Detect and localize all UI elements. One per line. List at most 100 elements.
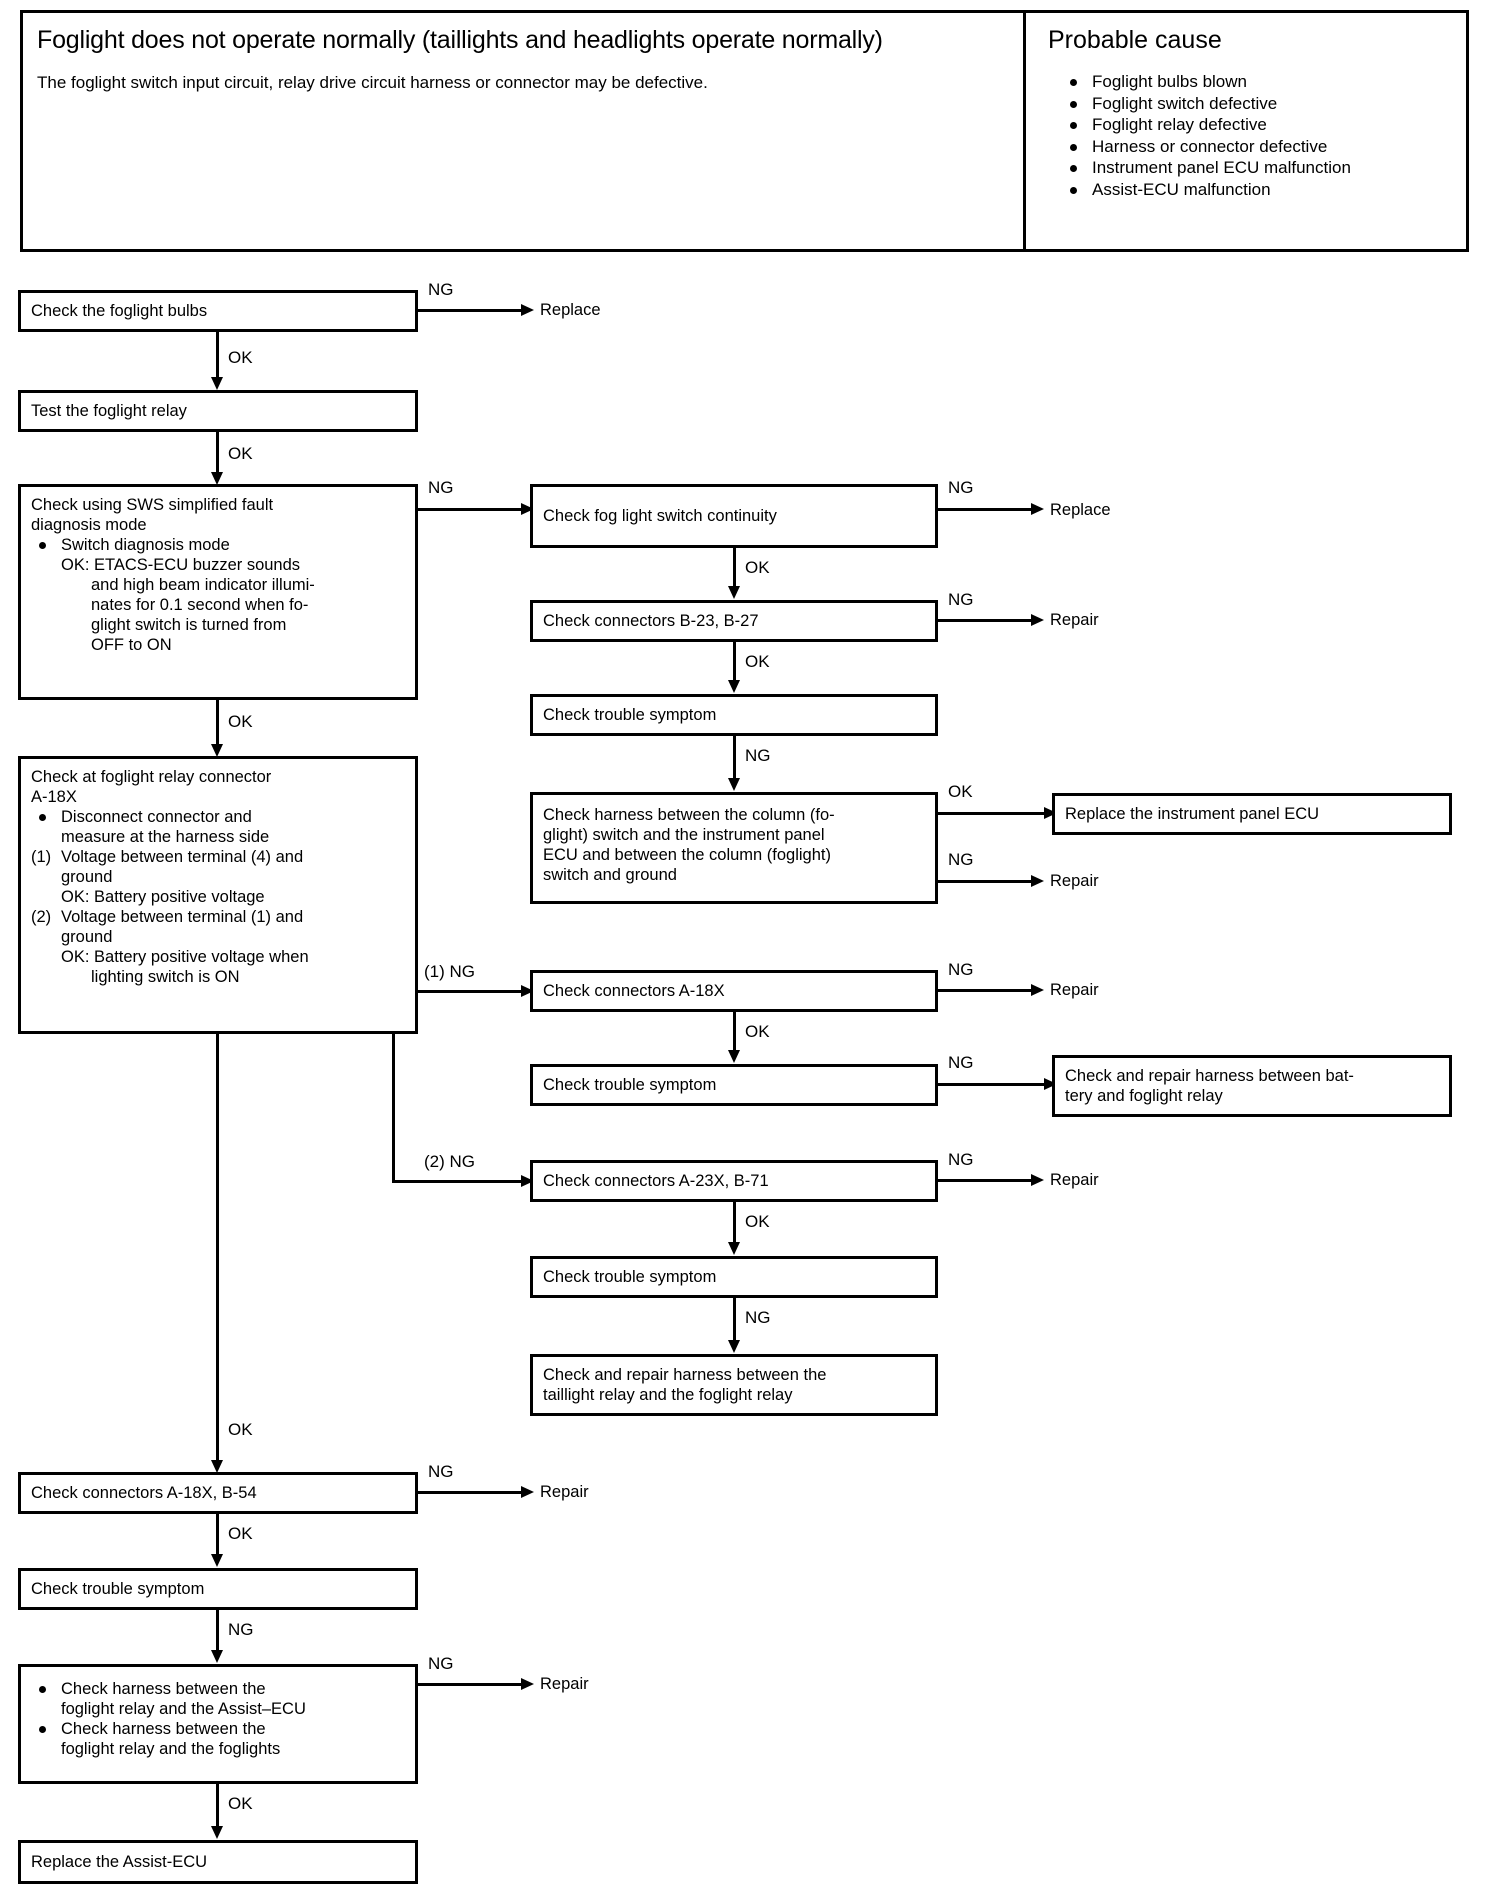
connector-line [733, 736, 736, 782]
list-item: Foglight switch defective [1048, 93, 1466, 115]
node-check-foglight-bulbs[interactable]: Check the foglight bulbs [18, 290, 418, 332]
node-step-1-ok: OK: Battery positive voltage [61, 888, 265, 906]
bullet-icon [1070, 122, 1077, 129]
node-repair-3: Repair [1050, 981, 1099, 999]
connector-line [216, 1514, 219, 1558]
edge-label-ok: OK [745, 1212, 770, 1231]
edge-label-ok: OK [745, 558, 770, 577]
arrow-head-down-icon [211, 472, 223, 485]
edge-label-ok: OK [228, 1420, 253, 1439]
edge-label-ok: OK [228, 712, 253, 731]
symptom-description: The foglight switch input circuit, relay… [37, 73, 708, 92]
node-check-connectors-a18x-b54[interactable]: Check connectors A-18X, B-54 [18, 1472, 418, 1514]
bullet-icon [39, 542, 46, 549]
connector-line [415, 960, 418, 993]
list-item: Harness or connector defective [1048, 136, 1466, 158]
symptom-cell: Foglight does not operate normally (tail… [23, 13, 1026, 249]
edge-label-ng: NG [745, 1308, 771, 1327]
node-check-trouble-symptom-2[interactable]: Check trouble symptom [530, 1064, 938, 1106]
edge-label-ng-1: (1) NG [424, 962, 475, 981]
edge-label-ng: NG [428, 1654, 454, 1673]
connector-line [733, 642, 736, 684]
node-bullet-disconnect: Disconnect connector and [31, 807, 405, 827]
arrow-head-down-icon [211, 1650, 223, 1663]
probable-cause-list: Foglight bulbs blown Foglight switch def… [1048, 71, 1466, 200]
edge-label-ok: OK [228, 348, 253, 367]
node-label-line2: tery and foglight relay [1065, 1087, 1223, 1105]
cause-text: Assist-ECU malfunction [1092, 179, 1271, 199]
connector-line [935, 812, 1050, 815]
arrow-head-right-icon [521, 304, 534, 316]
node-check-trouble-symptom-1[interactable]: Check trouble symptom [530, 694, 938, 736]
arrow-head-down-icon [728, 1340, 740, 1353]
arrow-head-right-icon [1031, 1174, 1044, 1186]
arrow-head-down-icon [728, 778, 740, 791]
node-check-harness-column-switch[interactable]: Check harness between the column (fo- gl… [530, 792, 938, 904]
edge-label-ok: OK [228, 1524, 253, 1543]
probable-cause-cell: Probable cause Foglight bulbs blown Fogl… [1026, 13, 1466, 249]
connector-line [216, 332, 219, 380]
edge-label-ok: OK [948, 782, 973, 801]
node-check-fog-light-switch-continuity[interactable]: Check fog light switch continuity [530, 484, 938, 548]
edge-label-ng: NG [948, 850, 974, 869]
connector-line [935, 508, 1035, 511]
node-label: Check connectors A-18X [543, 982, 725, 1000]
node-check-connectors-b23-b27[interactable]: Check connectors B-23, B-27 [530, 600, 938, 642]
node-label-line1: Check and repair harness between the [543, 1366, 827, 1384]
node-label-line2: glight) switch and the instrument panel [543, 826, 825, 844]
edge-label-ok: OK [745, 652, 770, 671]
node-repair-2: Repair [1050, 872, 1099, 890]
arrow-head-right-icon [1031, 875, 1044, 887]
node-check-connectors-a23x-b71[interactable]: Check connectors A-23X, B-71 [530, 1160, 938, 1202]
node-step-1: (1) Voltage between terminal (4) and [31, 847, 405, 867]
node-check-trouble-symptom-3[interactable]: Check trouble symptom [530, 1256, 938, 1298]
arrow-head-right-icon [521, 1678, 534, 1690]
connector-line [415, 309, 525, 312]
node-ok-line-3: nates for 0.1 second when fo- [91, 596, 309, 614]
node-check-repair-harness-battery[interactable]: Check and repair harness between bat- te… [1052, 1055, 1452, 1117]
arrow-head-right-icon [1031, 503, 1044, 515]
node-label: Check the foglight bulbs [31, 302, 208, 320]
connector-line [733, 548, 736, 590]
node-check-relay-connector-a18x[interactable]: Check at foglight relay connector A-18X … [18, 756, 418, 1034]
node-label-line2: A-18X [31, 788, 77, 806]
node-repair-6: Repair [540, 1675, 589, 1693]
node-check-trouble-symptom-4[interactable]: Check trouble symptom [18, 1568, 418, 1610]
node-bullet-disconnect-2: measure at the harness side [61, 828, 270, 846]
node-label: Check connectors A-23X, B-71 [543, 1172, 769, 1190]
symptom-header-table: Foglight does not operate normally (tail… [20, 10, 1469, 252]
bullet-icon [1070, 79, 1077, 86]
node-bullet-1-cont: foglight relay and the Assist–ECU [61, 1700, 306, 1718]
node-check-sws-diagnosis[interactable]: Check using SWS simplified fault diagnos… [18, 484, 418, 700]
node-label: Check trouble symptom [543, 1076, 717, 1094]
bullet-icon [1070, 100, 1077, 108]
arrow-head-down-icon [211, 1826, 223, 1839]
connector-line [216, 432, 219, 476]
node-label: Replace the instrument panel ECU [1065, 805, 1320, 823]
node-replace-instrument-panel-ecu[interactable]: Replace the instrument panel ECU [1052, 793, 1452, 835]
symptom-title: Foglight does not operate normally (tail… [37, 26, 883, 54]
node-check-harness-assist-ecu[interactable]: Check harness between the foglight relay… [18, 1664, 418, 1784]
edge-label-ng: NG [428, 280, 454, 299]
edge-label-ng: NG [948, 960, 974, 979]
node-ok-line-2: and high beam indicator illumi- [91, 576, 315, 594]
node-label: Check connectors A-18X, B-54 [31, 1484, 257, 1502]
list-item: Foglight relay defective [1048, 114, 1466, 136]
node-test-foglight-relay[interactable]: Test the foglight relay [18, 390, 418, 432]
probable-cause-title: Probable cause [1048, 26, 1222, 54]
bullet-icon [39, 1726, 46, 1733]
node-check-repair-harness-taillight[interactable]: Check and repair harness between the tai… [530, 1354, 938, 1416]
bullet-text: Disconnect connector and [61, 808, 252, 826]
edge-label-ng: NG [948, 478, 974, 497]
node-ok-line-1: OK: ETACS-ECU buzzer sounds [61, 556, 301, 574]
arrow-head-right-icon [1031, 984, 1044, 996]
node-label-line2: taillight relay and the foglight relay [543, 1386, 793, 1404]
edge-label-ng: NG [428, 1462, 454, 1481]
arrow-head-down-icon [211, 744, 223, 757]
node-check-connectors-a18x[interactable]: Check connectors A-18X [530, 970, 938, 1012]
connector-line [415, 508, 525, 511]
node-replace-1: Replace [540, 301, 601, 319]
node-replace-assist-ecu[interactable]: Replace the Assist-ECU [18, 1840, 418, 1884]
node-label-line2: diagnosis mode [31, 516, 147, 534]
node-label-line1: Check using SWS simplified fault [31, 496, 274, 514]
